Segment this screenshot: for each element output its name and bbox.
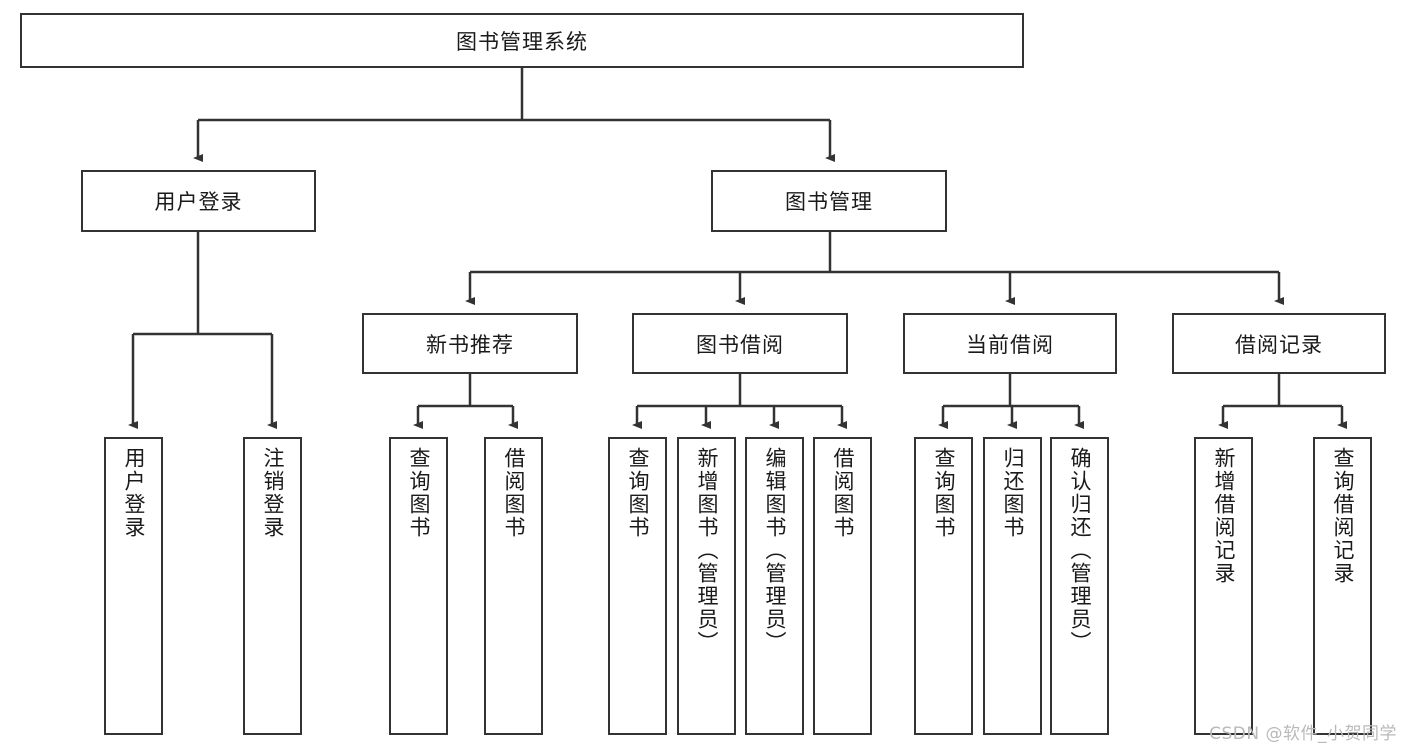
connectors [128,68,1347,429]
node-leaf-add-record-label: 新增借阅记录 [1212,447,1236,585]
node-leaf-return-book-label: 归还图书 [1001,447,1025,539]
node-leaf-borrow-book-rec[interactable]: 借阅图书 [484,437,543,735]
node-leaf-query-book-cur-label: 查询图书 [932,447,956,539]
node-root[interactable]: 图书管理系统 [20,13,1024,68]
node-new-book-recommend-label: 新书推荐 [426,332,514,357]
node-leaf-user-login[interactable]: 用户登录 [104,437,163,735]
watermark: CSDN @软件_小贺同学 [1209,724,1397,744]
node-leaf-query-book-borrow-label: 查询图书 [626,447,650,539]
node-leaf-confirm-return[interactable]: 确认归还（管理员） [1050,437,1109,735]
node-book-manage[interactable]: 图书管理 [711,170,947,232]
node-borrow-record-label: 借阅记录 [1235,332,1323,357]
node-root-label: 图书管理系统 [456,29,588,54]
node-leaf-logout-label: 注销登录 [261,447,285,539]
node-leaf-borrow-book-label: 借阅图书 [831,447,855,539]
node-leaf-borrow-book-rec-label: 借阅图书 [502,447,526,539]
node-leaf-query-record-label: 查询借阅记录 [1331,447,1355,585]
node-leaf-borrow-book[interactable]: 借阅图书 [813,437,872,735]
node-new-book-recommend[interactable]: 新书推荐 [362,313,578,374]
node-leaf-query-book-rec-label: 查询图书 [407,447,431,539]
node-leaf-query-book-rec[interactable]: 查询图书 [389,437,448,735]
node-leaf-edit-book[interactable]: 编辑图书（管理员） [745,437,804,735]
node-leaf-edit-book-label: 编辑图书（管理员） [763,447,787,654]
node-leaf-return-book[interactable]: 归还图书 [983,437,1042,735]
node-leaf-query-book-cur[interactable]: 查询图书 [914,437,973,735]
node-leaf-query-record[interactable]: 查询借阅记录 [1313,437,1372,735]
node-leaf-logout[interactable]: 注销登录 [243,437,302,735]
node-user-login-label: 用户登录 [154,190,243,214]
node-book-manage-label: 图书管理 [785,190,873,214]
node-leaf-query-book-borrow[interactable]: 查询图书 [608,437,667,735]
node-book-borrow-label: 图书借阅 [696,332,784,357]
node-current-borrow-label: 当前借阅 [966,332,1054,357]
node-user-login[interactable]: 用户登录 [81,170,316,232]
node-leaf-add-book-label: 新增图书（管理员） [695,447,719,654]
node-leaf-user-login-label: 用户登录 [122,447,146,539]
node-book-borrow[interactable]: 图书借阅 [632,313,848,374]
node-leaf-confirm-return-label: 确认归还（管理员） [1068,447,1092,654]
node-leaf-add-record[interactable]: 新增借阅记录 [1194,437,1253,735]
node-leaf-add-book[interactable]: 新增图书（管理员） [677,437,736,735]
node-current-borrow[interactable]: 当前借阅 [903,313,1117,374]
node-borrow-record[interactable]: 借阅记录 [1172,313,1386,374]
